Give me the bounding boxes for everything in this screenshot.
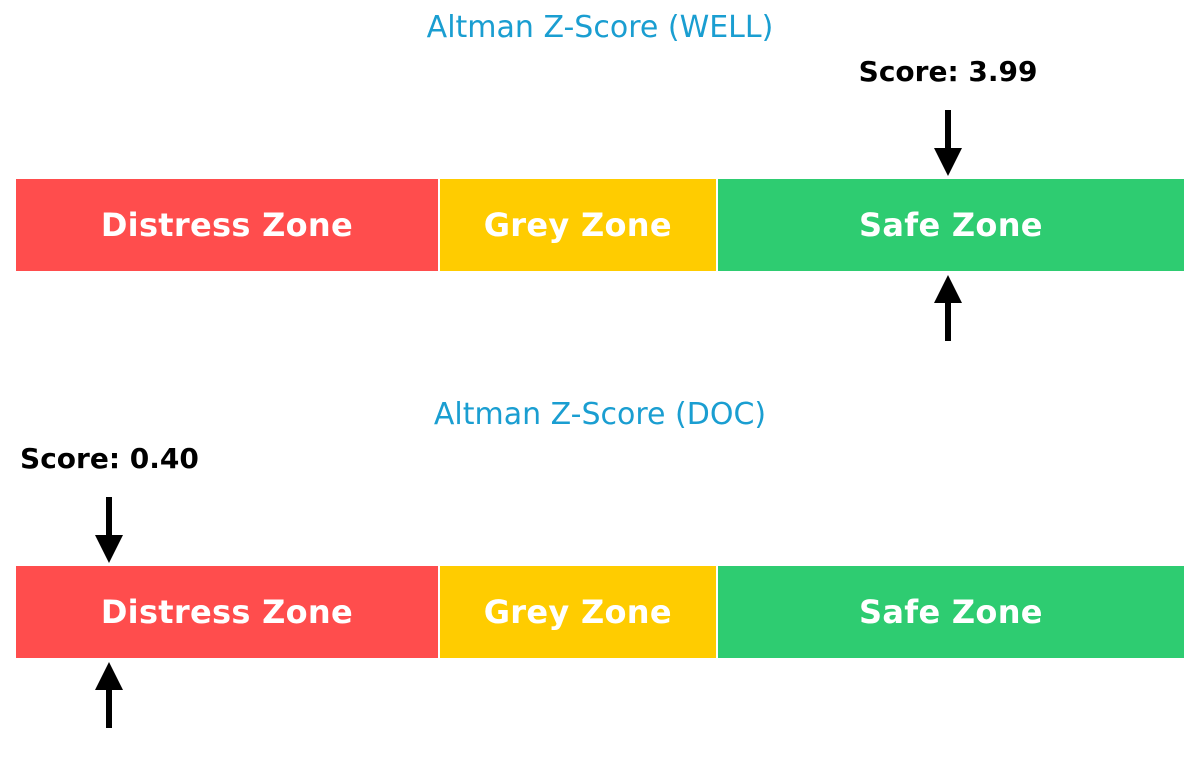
chart-title: Altman Z-Score (DOC) (433, 397, 767, 432)
distress-zone: Distress Zone (16, 179, 438, 271)
zone-label: Safe Zone (859, 593, 1043, 631)
score-arrow-down-icon (95, 497, 124, 563)
zone-bar: Distress Zone Grey Zone Safe Zone (16, 179, 1184, 271)
grey-zone: Grey Zone (439, 566, 716, 658)
chart-title: Altman Z-Score (WELL) (426, 10, 774, 45)
score-arrow-up-icon (95, 662, 124, 728)
zone-label: Distress Zone (100, 206, 353, 244)
distress-zone: Distress Zone (16, 566, 438, 658)
safe-zone: Safe Zone (717, 179, 1184, 271)
zone-label: Safe Zone (859, 206, 1043, 244)
zscore-panel-well: Altman Z-Score (WELL) Score: 3.99 Distre… (16, 10, 1184, 341)
safe-zone: Safe Zone (717, 566, 1184, 658)
score-arrow-down-icon (934, 110, 963, 176)
zone-label: Grey Zone (483, 593, 672, 631)
zscore-panel-doc: Altman Z-Score (DOC) Score: 0.40 Distres… (0, 387, 1200, 774)
zone-label: Grey Zone (483, 206, 672, 244)
zone-label: Distress Zone (100, 593, 353, 631)
grey-zone: Grey Zone (439, 179, 716, 271)
score-label: Score: 3.99 (858, 55, 1038, 88)
score-label: Score: 0.40 (20, 442, 199, 475)
zone-bar: Distress Zone Grey Zone Safe Zone (16, 566, 1184, 658)
score-arrow-up-icon (934, 275, 963, 341)
